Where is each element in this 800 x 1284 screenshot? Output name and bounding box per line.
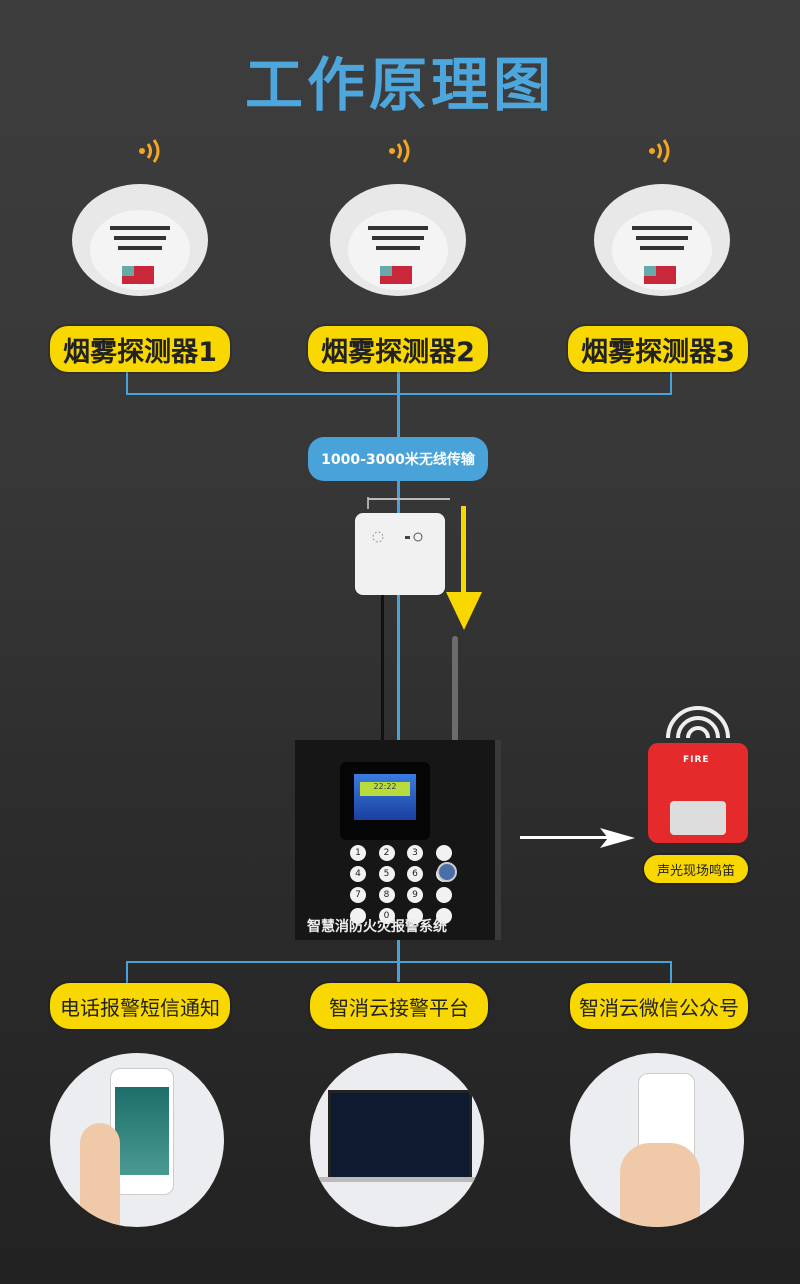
detector-label-1: 烟雾探测器1 (50, 326, 230, 372)
wireless-repeater-image (355, 497, 450, 615)
wifi-signal-icon (139, 139, 160, 163)
laptop-base (310, 1177, 484, 1182)
key-switch (437, 862, 457, 882)
keypad-key[interactable]: 1 (350, 845, 366, 861)
keypad-key[interactable]: 3 (407, 845, 423, 861)
keypad-key[interactable]: 8 (378, 887, 395, 903)
connector-line (126, 961, 128, 983)
lcd-display: 22:22 (354, 774, 416, 820)
trunk-line (397, 372, 400, 982)
hand (80, 1123, 120, 1227)
connector-line (670, 961, 672, 983)
antenna (452, 636, 458, 746)
connector-line (126, 961, 672, 963)
hand (620, 1143, 700, 1227)
detector-label-3: 烟雾探测器3 (568, 326, 748, 372)
keypad-key[interactable] (435, 887, 452, 903)
keypad-key[interactable]: 5 (378, 866, 395, 882)
smoke-detector-image (72, 184, 208, 296)
detector-label-2: 烟雾探测器2 (308, 326, 488, 372)
siren-strobe-image: FIRE (648, 743, 748, 843)
lcd-time: 22:22 (360, 782, 410, 796)
sound-wave-icon (666, 706, 730, 739)
right-arrow-icon (520, 828, 635, 848)
panel-brand-text: 智慧消防火灾报警系统 (307, 919, 447, 935)
keypad-key[interactable]: 9 (407, 887, 423, 903)
keypad-key[interactable] (435, 908, 452, 924)
laptop-dashboard-image (310, 1053, 484, 1227)
panel-screen: 22:22 (340, 762, 430, 840)
fire-badge: FIRE (683, 755, 710, 765)
siren-label: 声光现场鸣笛 (644, 855, 748, 883)
phone-call-image (50, 1053, 224, 1227)
connector-line (670, 372, 672, 394)
keypad-key[interactable]: 2 (378, 845, 395, 861)
down-arrow-icon (446, 506, 482, 630)
connector-line (126, 372, 128, 394)
keypad-key[interactable] (407, 908, 423, 924)
wifi-signal-icon (649, 139, 670, 163)
phone (110, 1068, 174, 1195)
keypad-key[interactable]: 6 (407, 866, 423, 882)
keypad-key[interactable] (435, 845, 452, 861)
smoke-detector-image (594, 184, 730, 296)
keypad-key[interactable]: 4 (350, 866, 366, 882)
wifi-signal-icon (389, 139, 410, 163)
phone-screen (115, 1087, 169, 1175)
phone-wechat-image (570, 1053, 744, 1227)
cable (381, 595, 384, 740)
transmission-label: 1000-3000米无线传输 (308, 437, 488, 481)
output-label-2: 智消云接警平台 (310, 983, 488, 1029)
keypad-key[interactable]: 7 (350, 887, 366, 903)
laptop-screen (328, 1090, 472, 1180)
strobe-light (670, 801, 726, 835)
page-title: 工作原理图 (244, 51, 555, 119)
output-label-1: 电话报警短信通知 (50, 983, 230, 1029)
keypad-key[interactable]: 0 (378, 908, 395, 924)
keypad-key[interactable] (350, 908, 366, 924)
smoke-detector-image (330, 184, 466, 296)
output-label-3: 智消云微信公众号 (570, 983, 748, 1029)
